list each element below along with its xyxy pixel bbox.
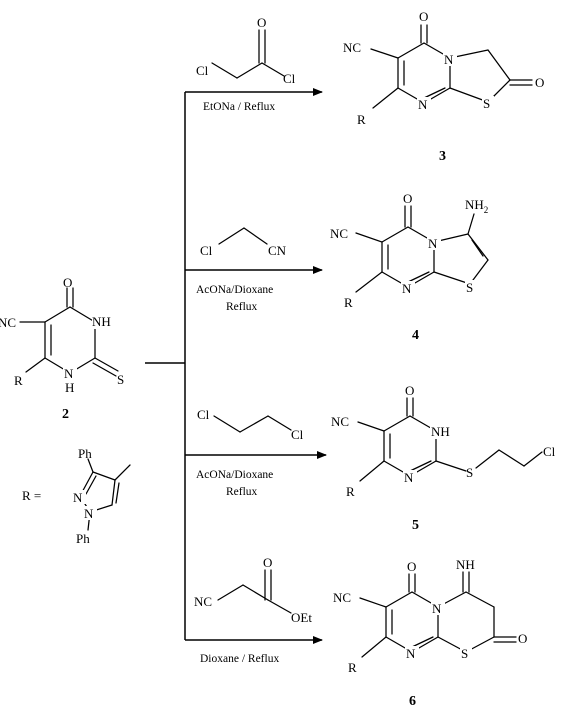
conditions-2-line-2: Reflux [226,301,258,313]
pyrazole-n2-label: N [73,490,83,505]
r-equals-label: R = [22,488,41,503]
compound-4-structure: N N S O NH2 NC R [330,191,489,310]
compound-6-n-top-label: N [432,601,442,616]
compound-3-s-label: S [483,96,490,111]
compound-5-r-label: R [346,484,355,499]
ring-n-label: N [64,366,74,381]
nh-label: NH [92,314,111,329]
compound-4-amino-label: NH2 [465,197,488,215]
reaction-arrows [145,88,327,644]
compound-3-n-top-label: N [444,52,454,67]
reagent-chloroacetyl-chloride: O Cl Cl [196,15,296,86]
compound-5-o-label: O [405,383,414,398]
reagent-2-cn-label: CN [268,243,287,258]
thione-s-label: S [117,372,124,387]
oxo-label: O [63,275,72,290]
compound-4-n-bottom-label: N [402,281,412,296]
compound-5-number: 5 [412,518,419,533]
compound-3-number: 3 [439,149,446,164]
compound-5-nh-label: NH [431,424,450,439]
reagent-4-o-label: O [263,555,272,570]
compound-6-r-label: R [348,660,357,675]
compound-2-structure: O NC NH N H S R [0,275,124,395]
compound-6-o-right-label: O [518,631,527,646]
phenyl-bottom-label: Ph [76,531,90,546]
compound-6-structure: N N S O NH O NC R [333,557,527,675]
compound-5-nitrile-label: NC [331,414,349,429]
compound-4-r-label: R [344,295,353,310]
compound-6-s-label: S [461,646,468,661]
phenyl-top-label: Ph [78,446,92,461]
conditions-2-line-1: AcONa/Dioxane [196,284,273,296]
compound-4-number: 4 [412,328,419,343]
conditions-4: Dioxane / Reflux [200,653,279,665]
compound-5-s-label: S [466,465,473,480]
reagent-4-nc-label: NC [194,594,212,609]
conditions-3-line-1: AcONa/Dioxane [196,469,273,481]
compound-6-nitrile-label: NC [333,590,351,605]
nitrile-label: NC [0,315,16,330]
compound-3-structure: N N S O O NC R [343,9,544,127]
compound-6-imino-label: NH [456,557,475,572]
reagent-1-cl-right-label: Cl [283,71,296,86]
reagent-dichloroethane: Cl Cl [197,407,304,442]
compound-3-r-label: R [357,112,366,127]
reagent-chloroacetonitrile: Cl CN [200,227,287,258]
compound-3-nitrile-label: NC [343,40,361,55]
reagent-4-oet-label: OEt [291,610,312,625]
compound-4-o-label: O [403,191,412,206]
compound-5-n-label: N [404,470,414,485]
compound-3-o-right-label: O [535,75,544,90]
compound-6-number: 6 [409,694,416,709]
compound-6-n-bottom-label: N [406,646,416,661]
reagent-1-o-label: O [257,15,266,30]
compound-3-n-bottom-label: N [418,97,428,112]
compound-4-nitrile-label: NC [330,226,348,241]
reagent-3-cl-right-label: Cl [291,427,304,442]
compound-4-s-label: S [466,280,473,295]
compound-3-o-top-label: O [419,9,428,24]
r-group-definition: R = N N Ph Ph [22,446,131,546]
reagent-ethyl-cyanoacetate: O NC OEt [194,555,312,625]
pyrazole-n1-label: N [84,506,94,521]
compound-2-number: 2 [62,407,69,422]
conditions-1: EtONa / Reflux [203,101,275,113]
reagent-1-cl-left-label: Cl [196,63,209,78]
reagent-2-cl-label: Cl [200,243,213,258]
ring-h-label: H [65,380,74,395]
reagent-3-cl-left-label: Cl [197,407,210,422]
compound-5-structure: NH N S Cl O NC R [331,383,556,499]
compound-6-o-top-label: O [407,559,416,574]
conditions-3-line-2: Reflux [226,486,258,498]
compound-5-cl-label: Cl [543,444,556,459]
r-label: R [14,373,23,388]
compound-4-n-top-label: N [428,236,438,251]
